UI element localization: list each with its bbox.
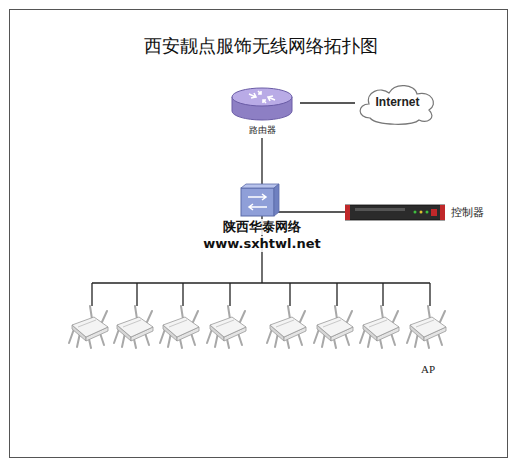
access-point-icons — [69, 306, 446, 348]
diagram-title: 西安靓点服饰无线网络拓扑图 — [0, 34, 521, 58]
router-node: 路由器 — [225, 85, 300, 140]
node-label: 控制器 — [451, 205, 495, 220]
watermark-text: 陕西华泰网络 — [186, 219, 338, 235]
node-label: Internet — [355, 95, 440, 109]
device-label: AP — [408, 361, 448, 377]
node-label: 路由器 — [225, 124, 300, 137]
internet-cloud: Internet — [355, 80, 440, 126]
router-node-icon — [225, 85, 300, 125]
connector-line — [300, 102, 355, 103]
wire — [92, 138, 430, 306]
controller-node-icon — [345, 200, 445, 224]
switch-icon — [241, 184, 279, 216]
controller-node: 控制器 — [345, 200, 495, 224]
watermark-url: www.sxhtwl.net — [186, 236, 338, 252]
